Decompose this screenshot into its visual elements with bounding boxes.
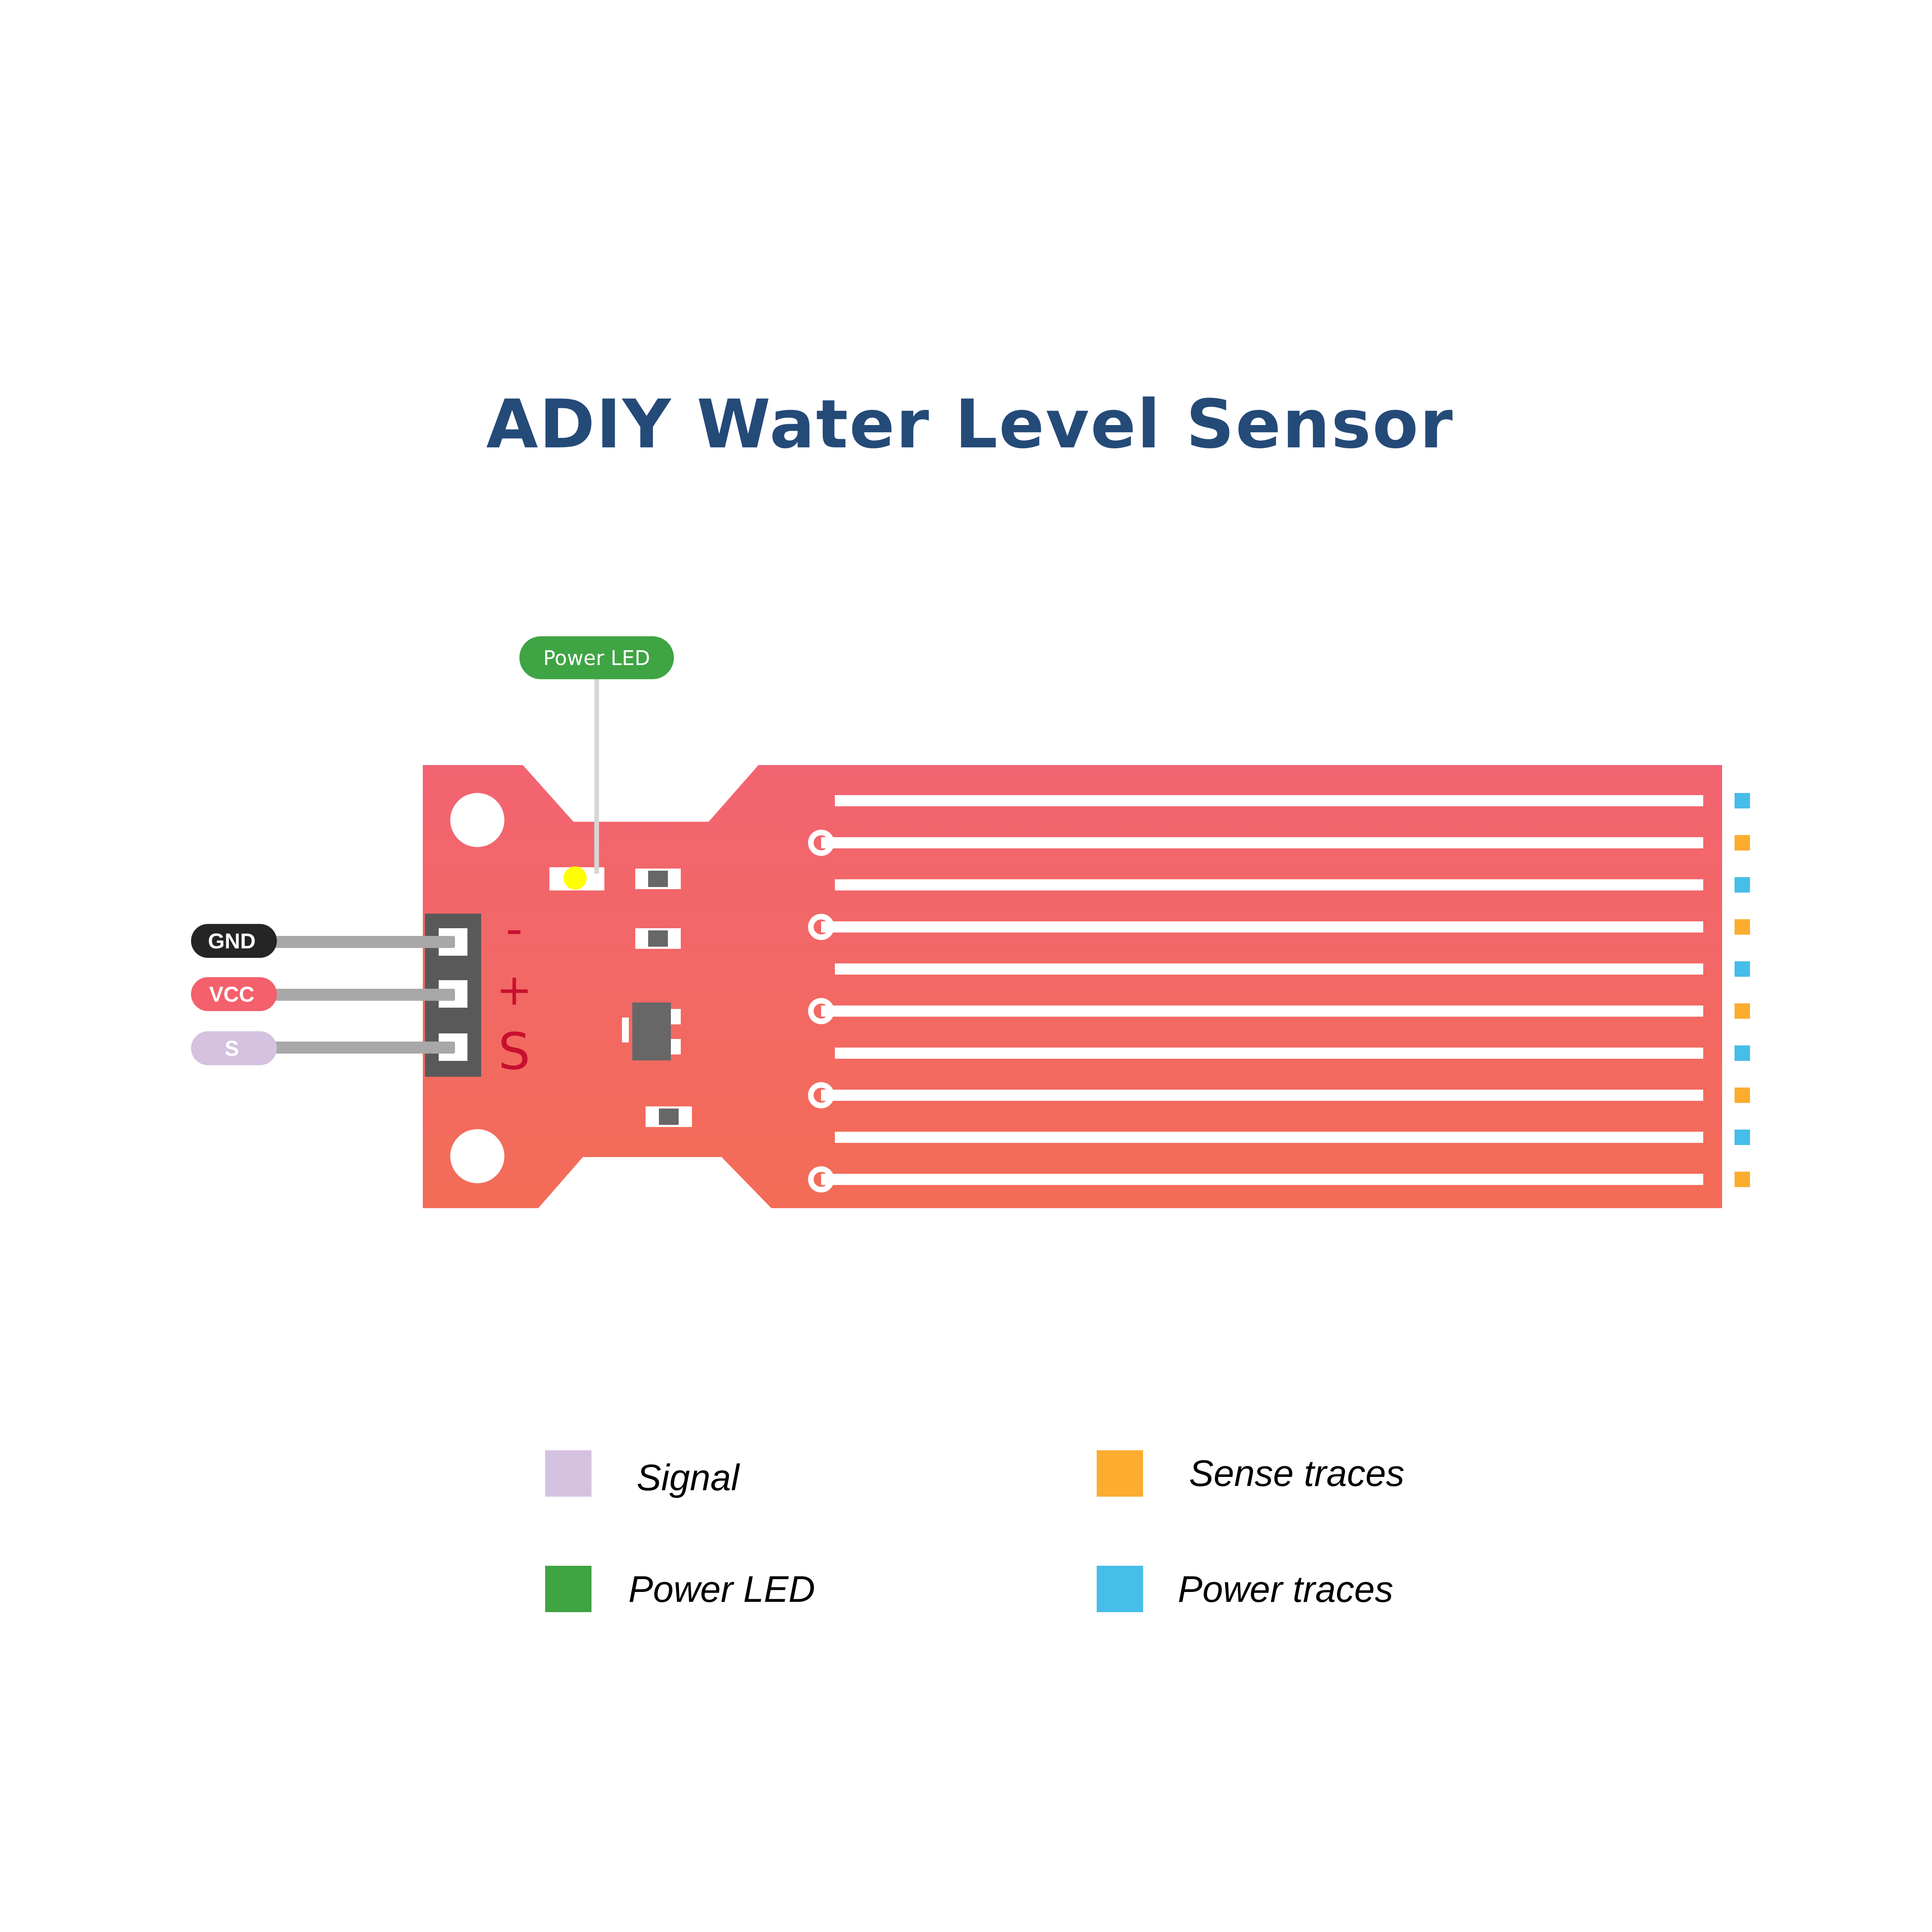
sense-trace-via [808, 914, 834, 940]
power-led [564, 866, 587, 890]
legend-swatch-power-led [545, 1566, 591, 1612]
power-trace [835, 1132, 1703, 1143]
power-trace-marker [1735, 1045, 1750, 1061]
power-trace-marker [1735, 877, 1750, 893]
power-trace [835, 795, 1703, 806]
sense-trace [821, 837, 1703, 848]
sense-trace [821, 1174, 1703, 1185]
sense-trace-marker [1735, 1172, 1750, 1187]
marking-gnd: - [506, 901, 523, 956]
pin-label-signal: S [191, 1031, 277, 1065]
legend-label-signal: Signal [637, 1457, 740, 1498]
pin-label-vcc: VCC [191, 977, 277, 1011]
pin-label-gnd-text: GND [208, 929, 255, 953]
smd-resistor-1 [635, 869, 681, 889]
sense-trace-marker [1735, 919, 1750, 935]
smd-resistor-2 [635, 928, 681, 949]
legend-label-power-traces: Power traces [1178, 1569, 1393, 1610]
mounting-hole-top [450, 793, 504, 847]
marking-vcc: + [496, 965, 532, 1015]
power-trace [835, 963, 1703, 975]
legend-label-sense-traces: Sense traces [1189, 1453, 1404, 1494]
power-trace [835, 1048, 1703, 1059]
sensing-traces [808, 793, 1750, 1193]
mounting-hole-bottom [450, 1129, 504, 1183]
sense-trace-via [808, 998, 834, 1024]
sense-trace-marker [1735, 1003, 1750, 1019]
legend-label-power-led: Power LED [628, 1569, 815, 1610]
smd-resistor-3 [646, 1106, 692, 1127]
sense-trace-marker [1735, 1088, 1750, 1103]
sense-trace [821, 921, 1703, 933]
sense-trace [821, 1005, 1703, 1017]
pin-label-gnd: GND [191, 924, 277, 958]
sense-trace-via [808, 1082, 834, 1109]
sense-trace-via [808, 829, 834, 856]
sense-trace-via [808, 1166, 834, 1193]
wire-gnd [268, 936, 455, 948]
sense-trace [821, 1090, 1703, 1101]
power-led-callout-text: Power LED [543, 647, 650, 670]
legend-swatch-signal [545, 1450, 591, 1497]
power-trace-marker [1735, 1130, 1750, 1145]
legend: Signal Sense traces Power LED Power trac… [545, 1450, 1404, 1612]
power-trace-marker [1735, 961, 1750, 977]
pin-label-vcc-text: VCC [209, 982, 255, 1006]
sense-trace-marker [1735, 835, 1750, 851]
wire-signal [268, 1042, 455, 1054]
power-trace [835, 879, 1703, 890]
power-led-callout: Power LED [519, 636, 674, 679]
smd-transistor [622, 1002, 681, 1060]
marking-signal: S [498, 1022, 531, 1081]
legend-swatch-sense-traces [1097, 1450, 1143, 1497]
legend-swatch-power-traces [1097, 1566, 1143, 1612]
diagram-title: ADIY Water Level Sensor [486, 385, 1454, 463]
pin-label-signal-text: S [224, 1036, 239, 1060]
wire-vcc [268, 989, 455, 1001]
power-trace-marker [1735, 793, 1750, 808]
